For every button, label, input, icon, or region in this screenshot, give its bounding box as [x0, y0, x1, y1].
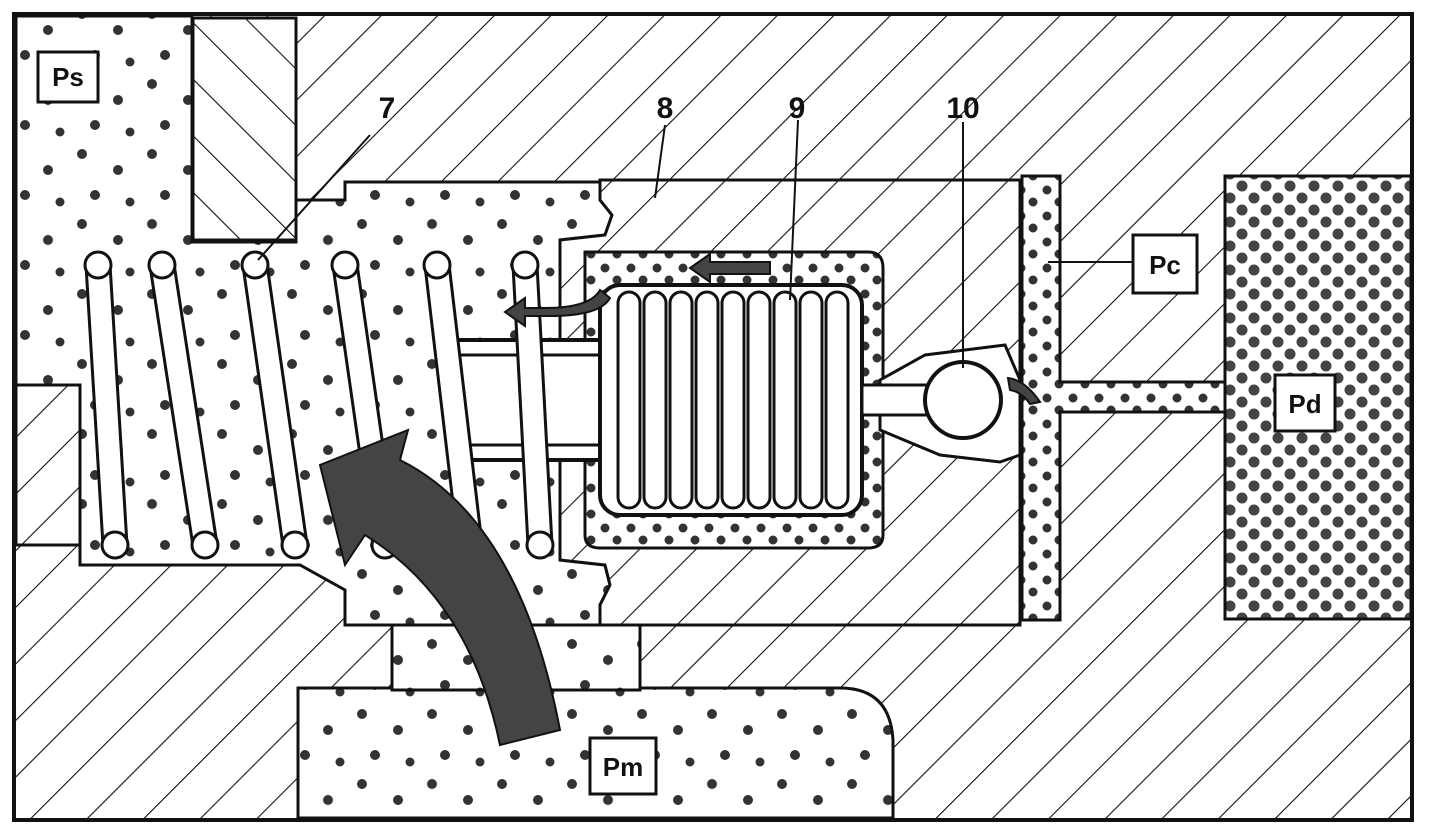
upper-left-block: [191, 16, 298, 242]
region-label-control: Pc: [1149, 250, 1181, 280]
label-box-discharge: Pd: [1273, 373, 1337, 433]
left-step: [14, 383, 82, 547]
inflow-arrow: [318, 428, 562, 747]
ball-flow-arrow: [1006, 376, 1042, 406]
spring-coil: [240, 250, 310, 560]
ball: [923, 360, 1003, 440]
spring-coil: [147, 250, 220, 560]
bellows-flow-arrow: [688, 252, 771, 284]
callout-leader-bellows: [789, 119, 799, 301]
label-box-main: Pm: [588, 736, 658, 796]
bellows-fold: [798, 290, 824, 510]
bellows-fold: [720, 290, 746, 510]
callout-leader-spring: [257, 134, 371, 261]
ball-stem: [860, 383, 934, 417]
callout-bellows: 9: [789, 92, 806, 125]
bellows-fold: [824, 290, 850, 510]
bellows-fold: [616, 290, 642, 510]
callout-spring: 7: [379, 92, 396, 125]
region-label-main: Pm: [603, 752, 643, 782]
label-box-supply: Ps: [36, 50, 100, 104]
bellows-fold: [642, 290, 668, 510]
callout-valve-body: 8: [657, 92, 674, 125]
bellows: [598, 283, 864, 517]
spring-coil: [83, 250, 130, 560]
spring-coil: [510, 250, 555, 560]
bellows-fold: [668, 290, 694, 510]
bellows-fold: [772, 290, 798, 510]
bellows-fold: [746, 290, 772, 510]
callout-ball-valve: 10: [946, 92, 979, 125]
region-label-discharge: Pd: [1288, 389, 1321, 419]
exit-flow-arrow: [503, 288, 612, 328]
region-label-supply: Ps: [52, 62, 84, 92]
label-box-control: Pc: [1131, 233, 1199, 295]
bellows-fold: [694, 290, 720, 510]
callout-leader-valve-body: [654, 124, 666, 199]
